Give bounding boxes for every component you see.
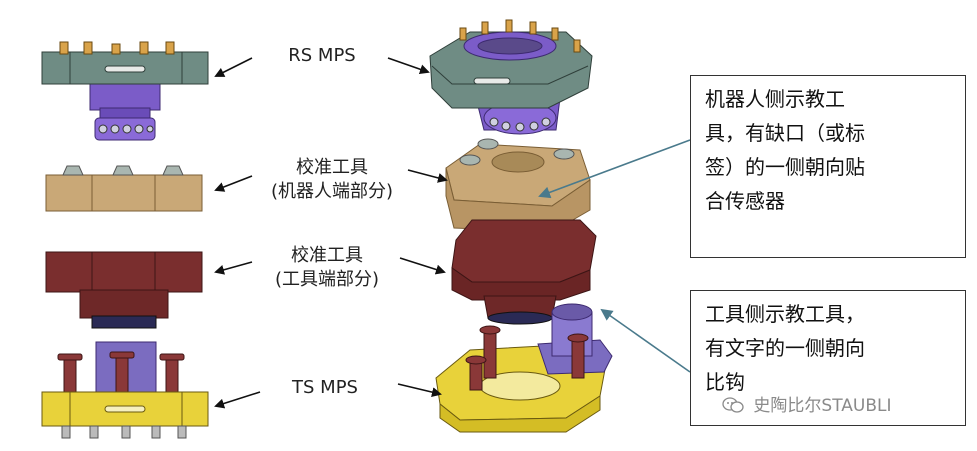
note-tool-line: 比钩 bbox=[705, 370, 745, 394]
ts-mps-iso-view bbox=[435, 303, 613, 433]
label-calibration-tool-robot-line1: 校准工具 bbox=[296, 157, 368, 178]
label-arrows bbox=[214, 57, 448, 409]
wechat-icon bbox=[722, 397, 744, 413]
label-calibration-tool-robot: 校准工具 (机器人端部分) bbox=[252, 156, 412, 204]
label-calibration-tool-robot-line2: (机器人端部分) bbox=[270, 181, 394, 202]
note-robot-line: 合传感器 bbox=[705, 189, 785, 213]
calibration-tool-robot-side-view bbox=[45, 165, 203, 212]
label-ts-mps: TS MPS bbox=[270, 376, 380, 400]
note-tool-line: 有文字的一侧朝向 bbox=[705, 336, 865, 360]
rs-mps-iso-view bbox=[429, 19, 593, 135]
note-tool-line: 工具侧示教工具， bbox=[705, 302, 865, 326]
ts-mps-side-view bbox=[41, 341, 209, 439]
label-calibration-tool-tool-line2: (工具端部分) bbox=[274, 269, 380, 290]
watermark: 史陶比尔STAUBLI bbox=[722, 391, 891, 416]
calibration-tool-tool-side-view bbox=[45, 251, 203, 329]
watermark-text: 史陶比尔STAUBLI bbox=[753, 396, 892, 416]
rs-mps-side-view bbox=[41, 41, 209, 141]
label-ts-mps-text: TS MPS bbox=[292, 377, 358, 398]
label-calibration-tool-tool: 校准工具 (工具端部分) bbox=[252, 244, 402, 292]
label-calibration-tool-tool-line1: 校准工具 bbox=[291, 245, 363, 266]
note-robot-line: 签）的一侧朝向贴 bbox=[705, 155, 865, 179]
label-rs-mps: RS MPS bbox=[272, 44, 372, 68]
note-robot-line: 机器人侧示教工 bbox=[705, 87, 845, 111]
label-rs-mps-text: RS MPS bbox=[288, 45, 356, 66]
note-robot-side: 机器人侧示教工 具，有缺口（或标 签）的一侧朝向贴 合传感器 bbox=[690, 75, 966, 258]
note-robot-line: 具，有缺口（或标 bbox=[705, 121, 865, 145]
note-pointers bbox=[538, 139, 691, 373]
